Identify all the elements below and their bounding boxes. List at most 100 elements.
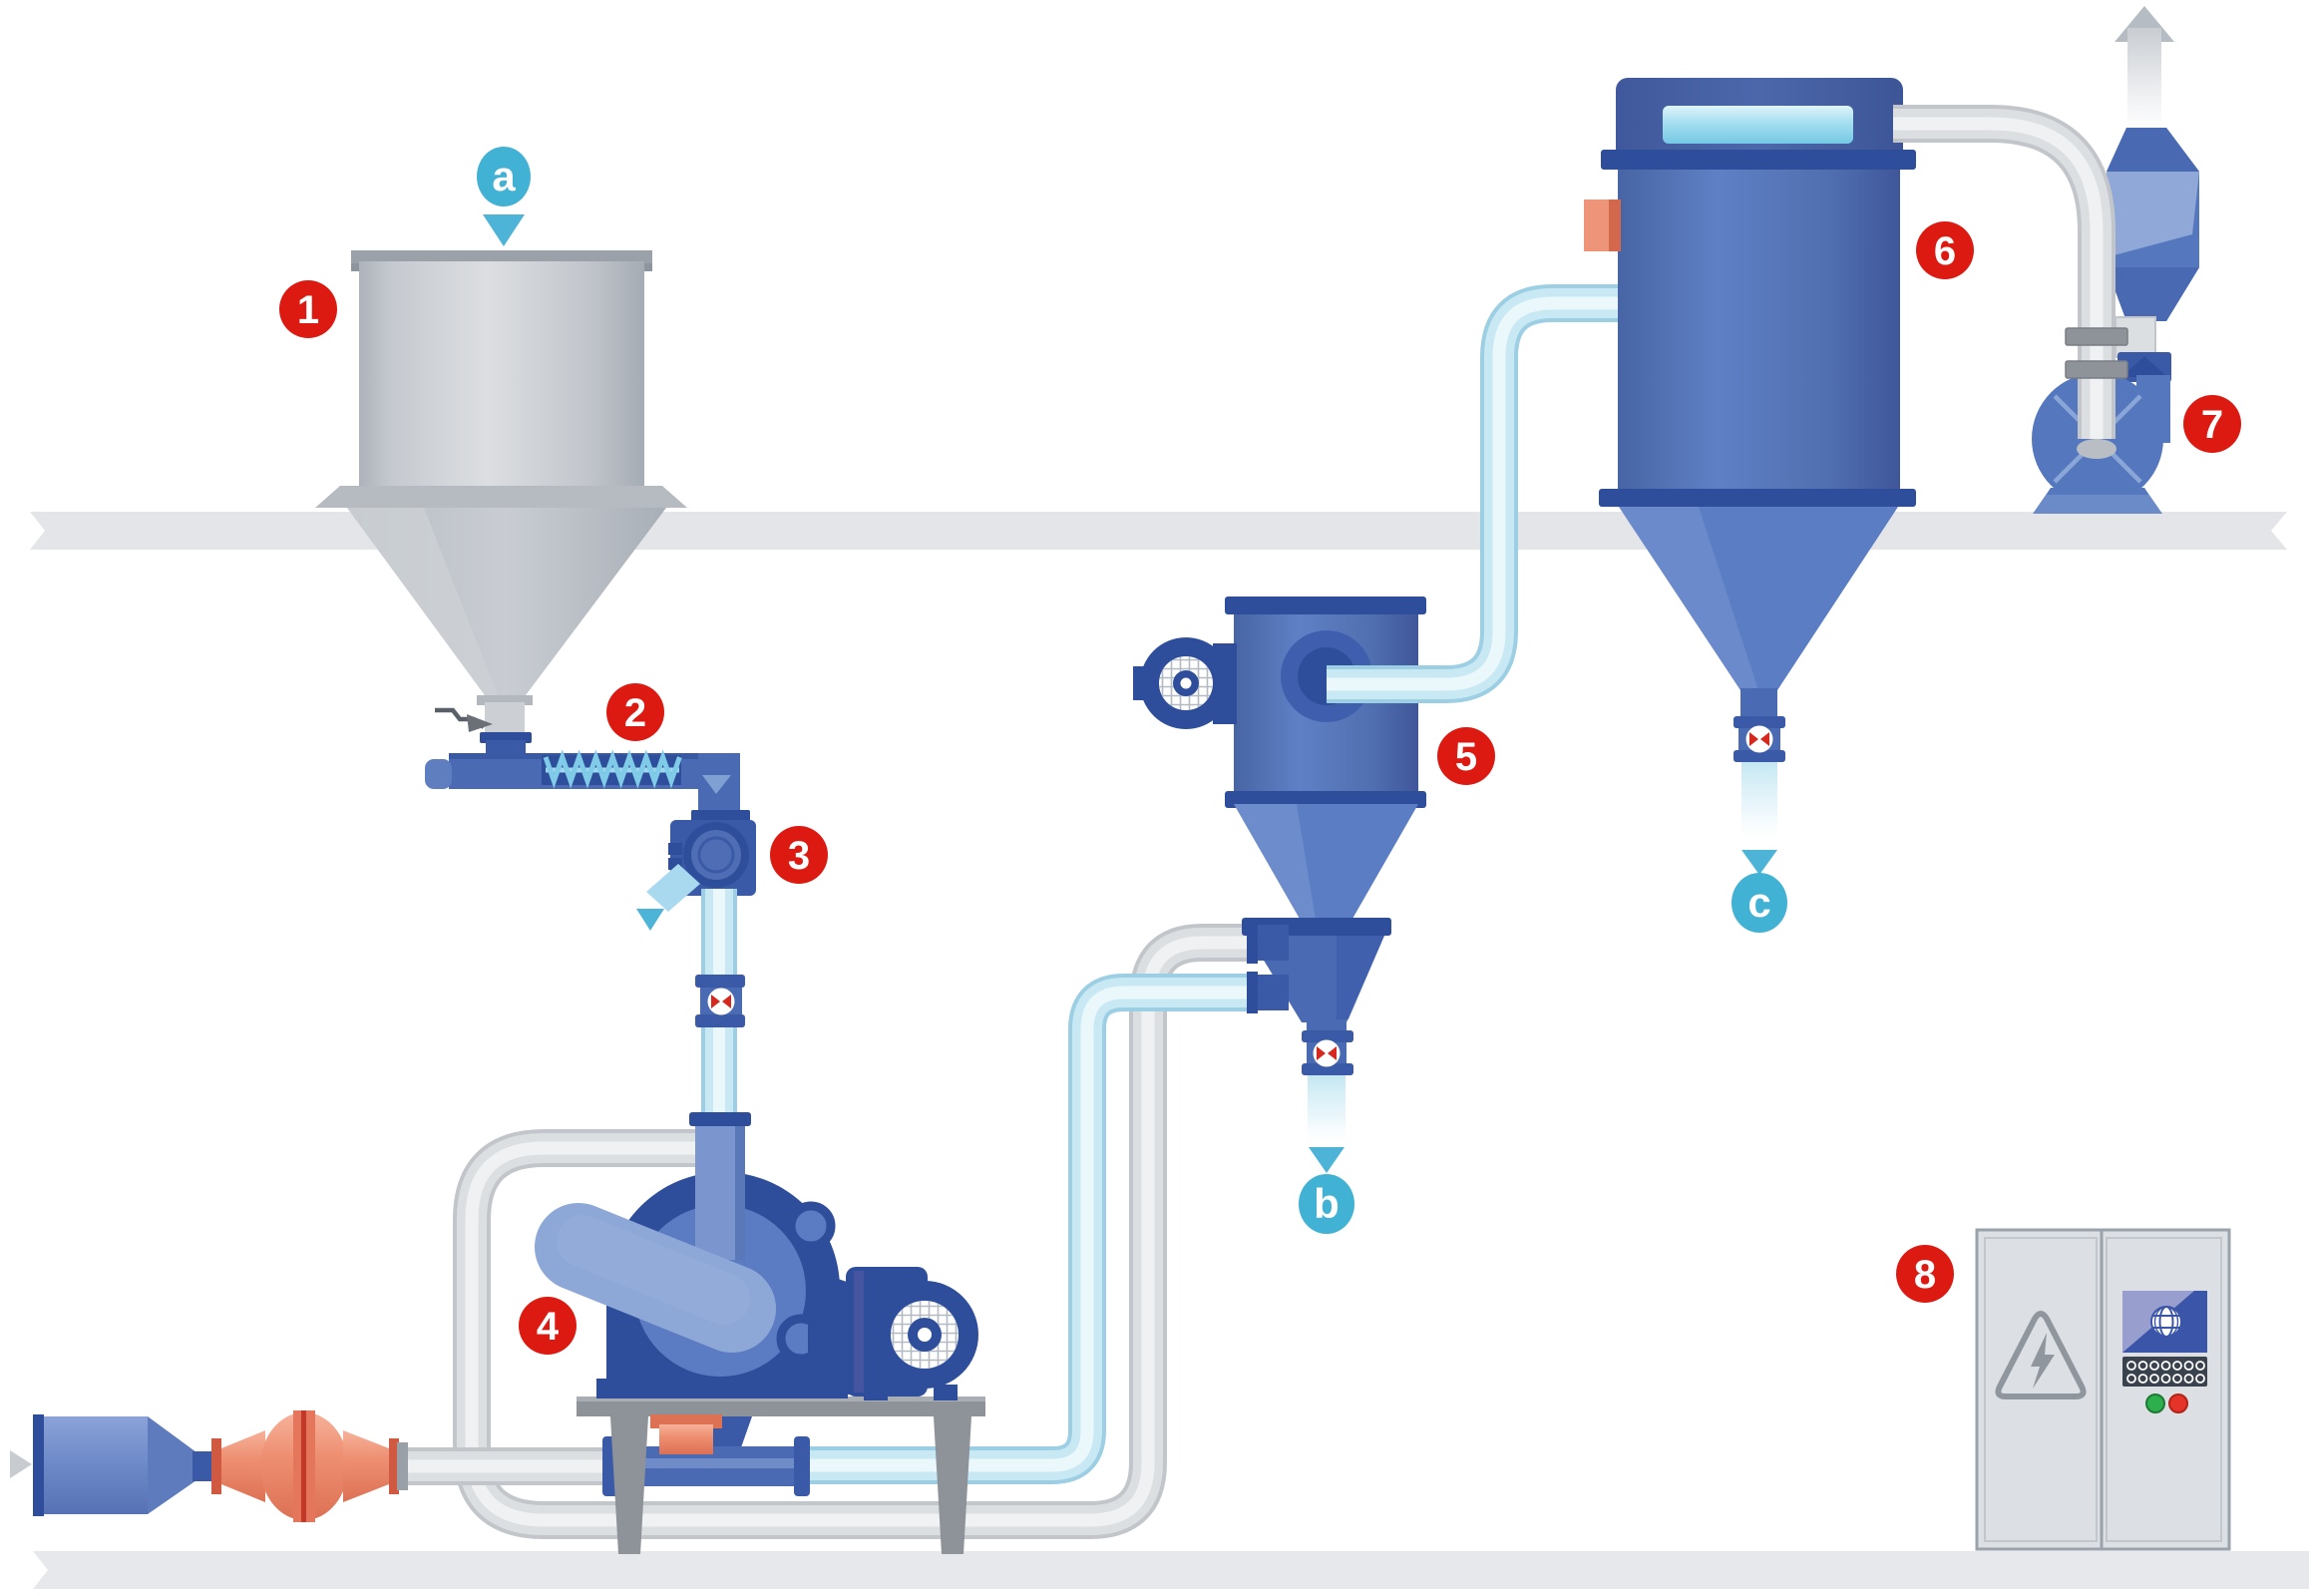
nozzle-flange bbox=[1247, 922, 1258, 964]
stand-leg-right bbox=[934, 1416, 971, 1554]
cyclone-motor-hub-center bbox=[1180, 677, 1192, 689]
police-filter-bottom-facet bbox=[2107, 267, 2199, 321]
feeder-inlet bbox=[486, 740, 526, 756]
cyclone-outlet-pipe-core bbox=[1327, 296, 1621, 691]
markers: a b c 1 2 3 4 5 6 7 8 bbox=[279, 147, 2241, 1355]
agitator-bracket bbox=[467, 714, 493, 732]
marker-6 bbox=[1916, 221, 1974, 279]
butterfly-valve-icon bbox=[707, 988, 735, 1015]
feeder-end-cap bbox=[425, 759, 452, 789]
filter-valve-flange bbox=[1733, 716, 1785, 728]
marker-3 bbox=[770, 826, 828, 884]
screw-feeder bbox=[425, 732, 740, 813]
exhaust-group bbox=[1893, 6, 2199, 514]
joint-flange bbox=[211, 1438, 221, 1494]
marker-c-label: c bbox=[1747, 879, 1770, 926]
mill-outlet bbox=[659, 1424, 713, 1454]
joint-flange bbox=[389, 1438, 399, 1494]
marker-b-label: b bbox=[1314, 1180, 1340, 1227]
marker-2-label: 2 bbox=[624, 691, 646, 735]
marker-7-label: 7 bbox=[2201, 403, 2223, 447]
feeder-elbow-facet bbox=[702, 775, 731, 794]
valve-wedge bbox=[1749, 732, 1758, 746]
filter-receiver bbox=[1584, 78, 1916, 875]
mill-hinge-bolt bbox=[786, 1201, 836, 1251]
rotary-valve bbox=[636, 810, 756, 931]
valve-wedge bbox=[711, 995, 720, 1008]
hopper-lid-tab bbox=[643, 263, 652, 271]
mill-stand-legs bbox=[610, 1416, 971, 1554]
globe-icon bbox=[2150, 1306, 2182, 1338]
butterfly-valve-icon bbox=[1313, 1039, 1341, 1067]
joint-collar bbox=[397, 1442, 408, 1490]
hopper-outlet-flange bbox=[477, 695, 533, 705]
valve-wedge bbox=[1328, 1046, 1337, 1060]
filter-cone bbox=[1619, 507, 1898, 690]
marker-8 bbox=[1896, 1245, 1954, 1303]
cabinet-door-left[interactable] bbox=[1984, 1237, 2098, 1542]
intake-nozzle-body bbox=[44, 1416, 148, 1514]
air-return-pipe bbox=[453, 924, 1255, 1539]
marker-8-label: 8 bbox=[1914, 1253, 1936, 1297]
marker-a-label: a bbox=[492, 153, 516, 200]
keypad-buttons[interactable] bbox=[2126, 1361, 2205, 1384]
cabinet-door-right[interactable] bbox=[2106, 1237, 2222, 1542]
mill-inlet-pipe-shade bbox=[735, 1120, 745, 1260]
cyclone-neck bbox=[1307, 1019, 1347, 1033]
filter-body bbox=[1618, 168, 1900, 496]
cyclone-motor-stub bbox=[1133, 666, 1157, 700]
marker-5 bbox=[1437, 727, 1495, 785]
cyclone-outlet-pipe bbox=[1327, 284, 1621, 703]
joint-band-line bbox=[301, 1410, 306, 1522]
marker-2 bbox=[606, 683, 664, 741]
tee-flange-right bbox=[794, 1436, 810, 1496]
air-intake-assembly bbox=[10, 1410, 408, 1522]
product-out-arrow-icon bbox=[1741, 850, 1777, 875]
marker-5-label: 5 bbox=[1455, 735, 1477, 779]
screw-flights bbox=[543, 749, 682, 789]
marker-7 bbox=[2183, 395, 2241, 453]
filter-air-nozzle-shade bbox=[1609, 200, 1621, 251]
valve-wedge bbox=[722, 995, 731, 1008]
mill-feed-chute-highlight bbox=[557, 1215, 750, 1325]
marker-b bbox=[1299, 1174, 1354, 1234]
pinch-valve-flange bbox=[695, 975, 745, 988]
cyclone-discharge bbox=[1308, 1075, 1346, 1149]
hopper-skirt bbox=[315, 486, 687, 508]
marker-c bbox=[1732, 873, 1787, 933]
rotary-valve-rotor-detail bbox=[697, 836, 735, 874]
filter-valve-flange bbox=[1733, 750, 1785, 762]
motor-body-stripe bbox=[854, 1271, 864, 1393]
mill-base-bar bbox=[596, 1379, 848, 1398]
marker-4 bbox=[519, 1297, 577, 1355]
intake-neck bbox=[192, 1451, 214, 1481]
exhaust-stack bbox=[2127, 28, 2161, 132]
air-return-pipe-core bbox=[465, 936, 1255, 1527]
hopper-body bbox=[359, 261, 644, 488]
product-out-arrow-icon bbox=[1309, 1147, 1345, 1173]
pinch-valve-flange bbox=[695, 1014, 745, 1027]
valve-bolt bbox=[668, 843, 682, 855]
conveying-pipe bbox=[803, 974, 1255, 1484]
motor-hub-center bbox=[918, 1328, 932, 1342]
motor-foot bbox=[934, 1385, 958, 1400]
mill-drive-bridge bbox=[808, 1269, 856, 1395]
filter-discharge bbox=[1741, 762, 1777, 844]
valve-wedge bbox=[1317, 1046, 1326, 1060]
mill bbox=[535, 1112, 978, 1400]
motor-foot bbox=[864, 1385, 888, 1400]
tee-tube-highlight bbox=[612, 1458, 800, 1468]
hopper-cone-highlight bbox=[347, 508, 498, 695]
hopper-lid bbox=[351, 250, 652, 263]
intake-nozzle-cone bbox=[148, 1416, 196, 1514]
mill-feed-line bbox=[695, 889, 745, 1121]
hmi-keypad[interactable] bbox=[2122, 1357, 2207, 1387]
filter-exhaust-pipe-core bbox=[1893, 117, 2104, 439]
butterfly-valve-icon bbox=[1745, 725, 1773, 753]
filter-neck bbox=[1740, 688, 1777, 720]
lower-floor-band bbox=[33, 1551, 2309, 1589]
cyclone-top-rim bbox=[1225, 597, 1426, 614]
marker-1 bbox=[279, 280, 337, 338]
sample-out-arrow-icon bbox=[636, 909, 664, 931]
